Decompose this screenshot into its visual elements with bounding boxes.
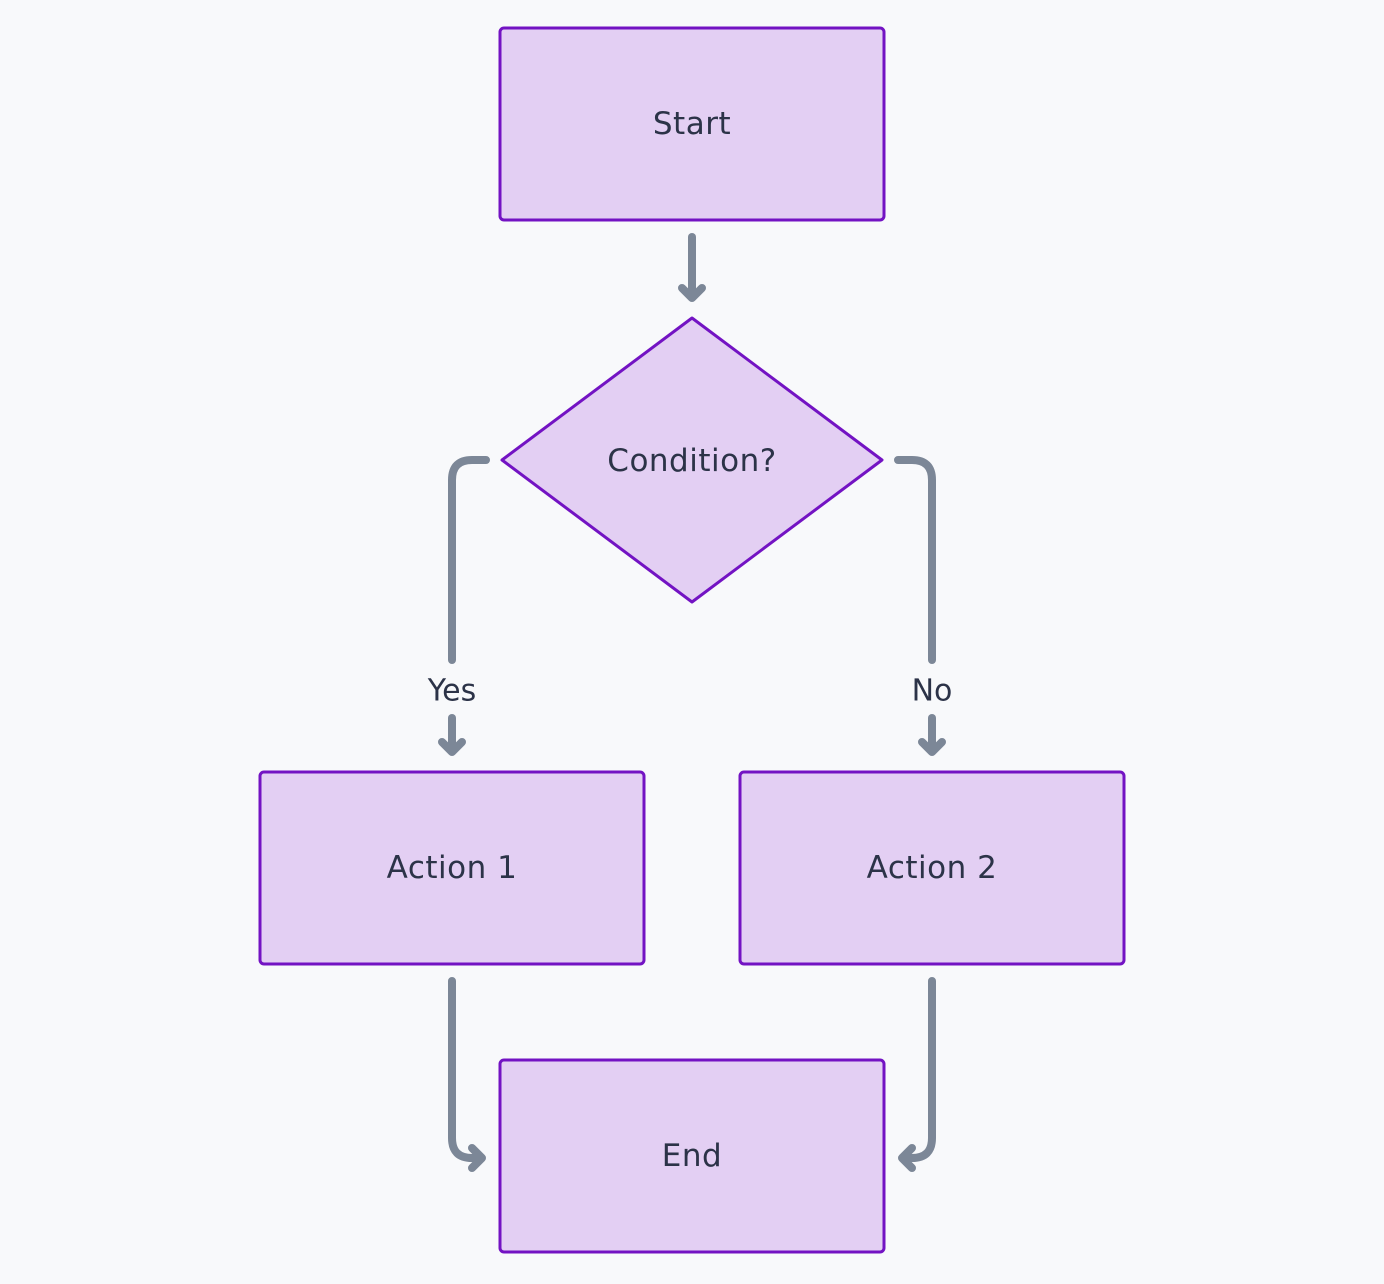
node-action1-label: Action 1 [387, 850, 518, 886]
node-end: End [498, 1058, 886, 1254]
node-start-label: Start [653, 106, 731, 142]
edge-start-to-condition [678, 233, 706, 302]
arrowhead-icon [438, 738, 466, 756]
edge-action1-to-end [448, 977, 486, 1172]
arrowhead-icon [898, 1144, 916, 1172]
edge-label-yes: Yes [427, 674, 476, 709]
arrowhead-icon [678, 284, 706, 302]
arrowhead-icon [918, 738, 946, 756]
edge-condition-to-action1: Yes [427, 456, 490, 756]
node-action2-label: Action 2 [867, 850, 998, 886]
node-action2: Action 2 [738, 770, 1126, 966]
node-condition: Condition? [500, 316, 884, 604]
arrowhead-icon [468, 1144, 486, 1172]
node-condition-label: Condition? [607, 443, 776, 479]
edge-condition-to-action2: No [894, 456, 953, 756]
node-end-label: End [662, 1138, 722, 1174]
edge-action2-to-end [898, 977, 936, 1172]
node-start: Start [498, 26, 886, 222]
edge-label-no: No [912, 674, 953, 709]
node-action1: Action 1 [258, 770, 646, 966]
